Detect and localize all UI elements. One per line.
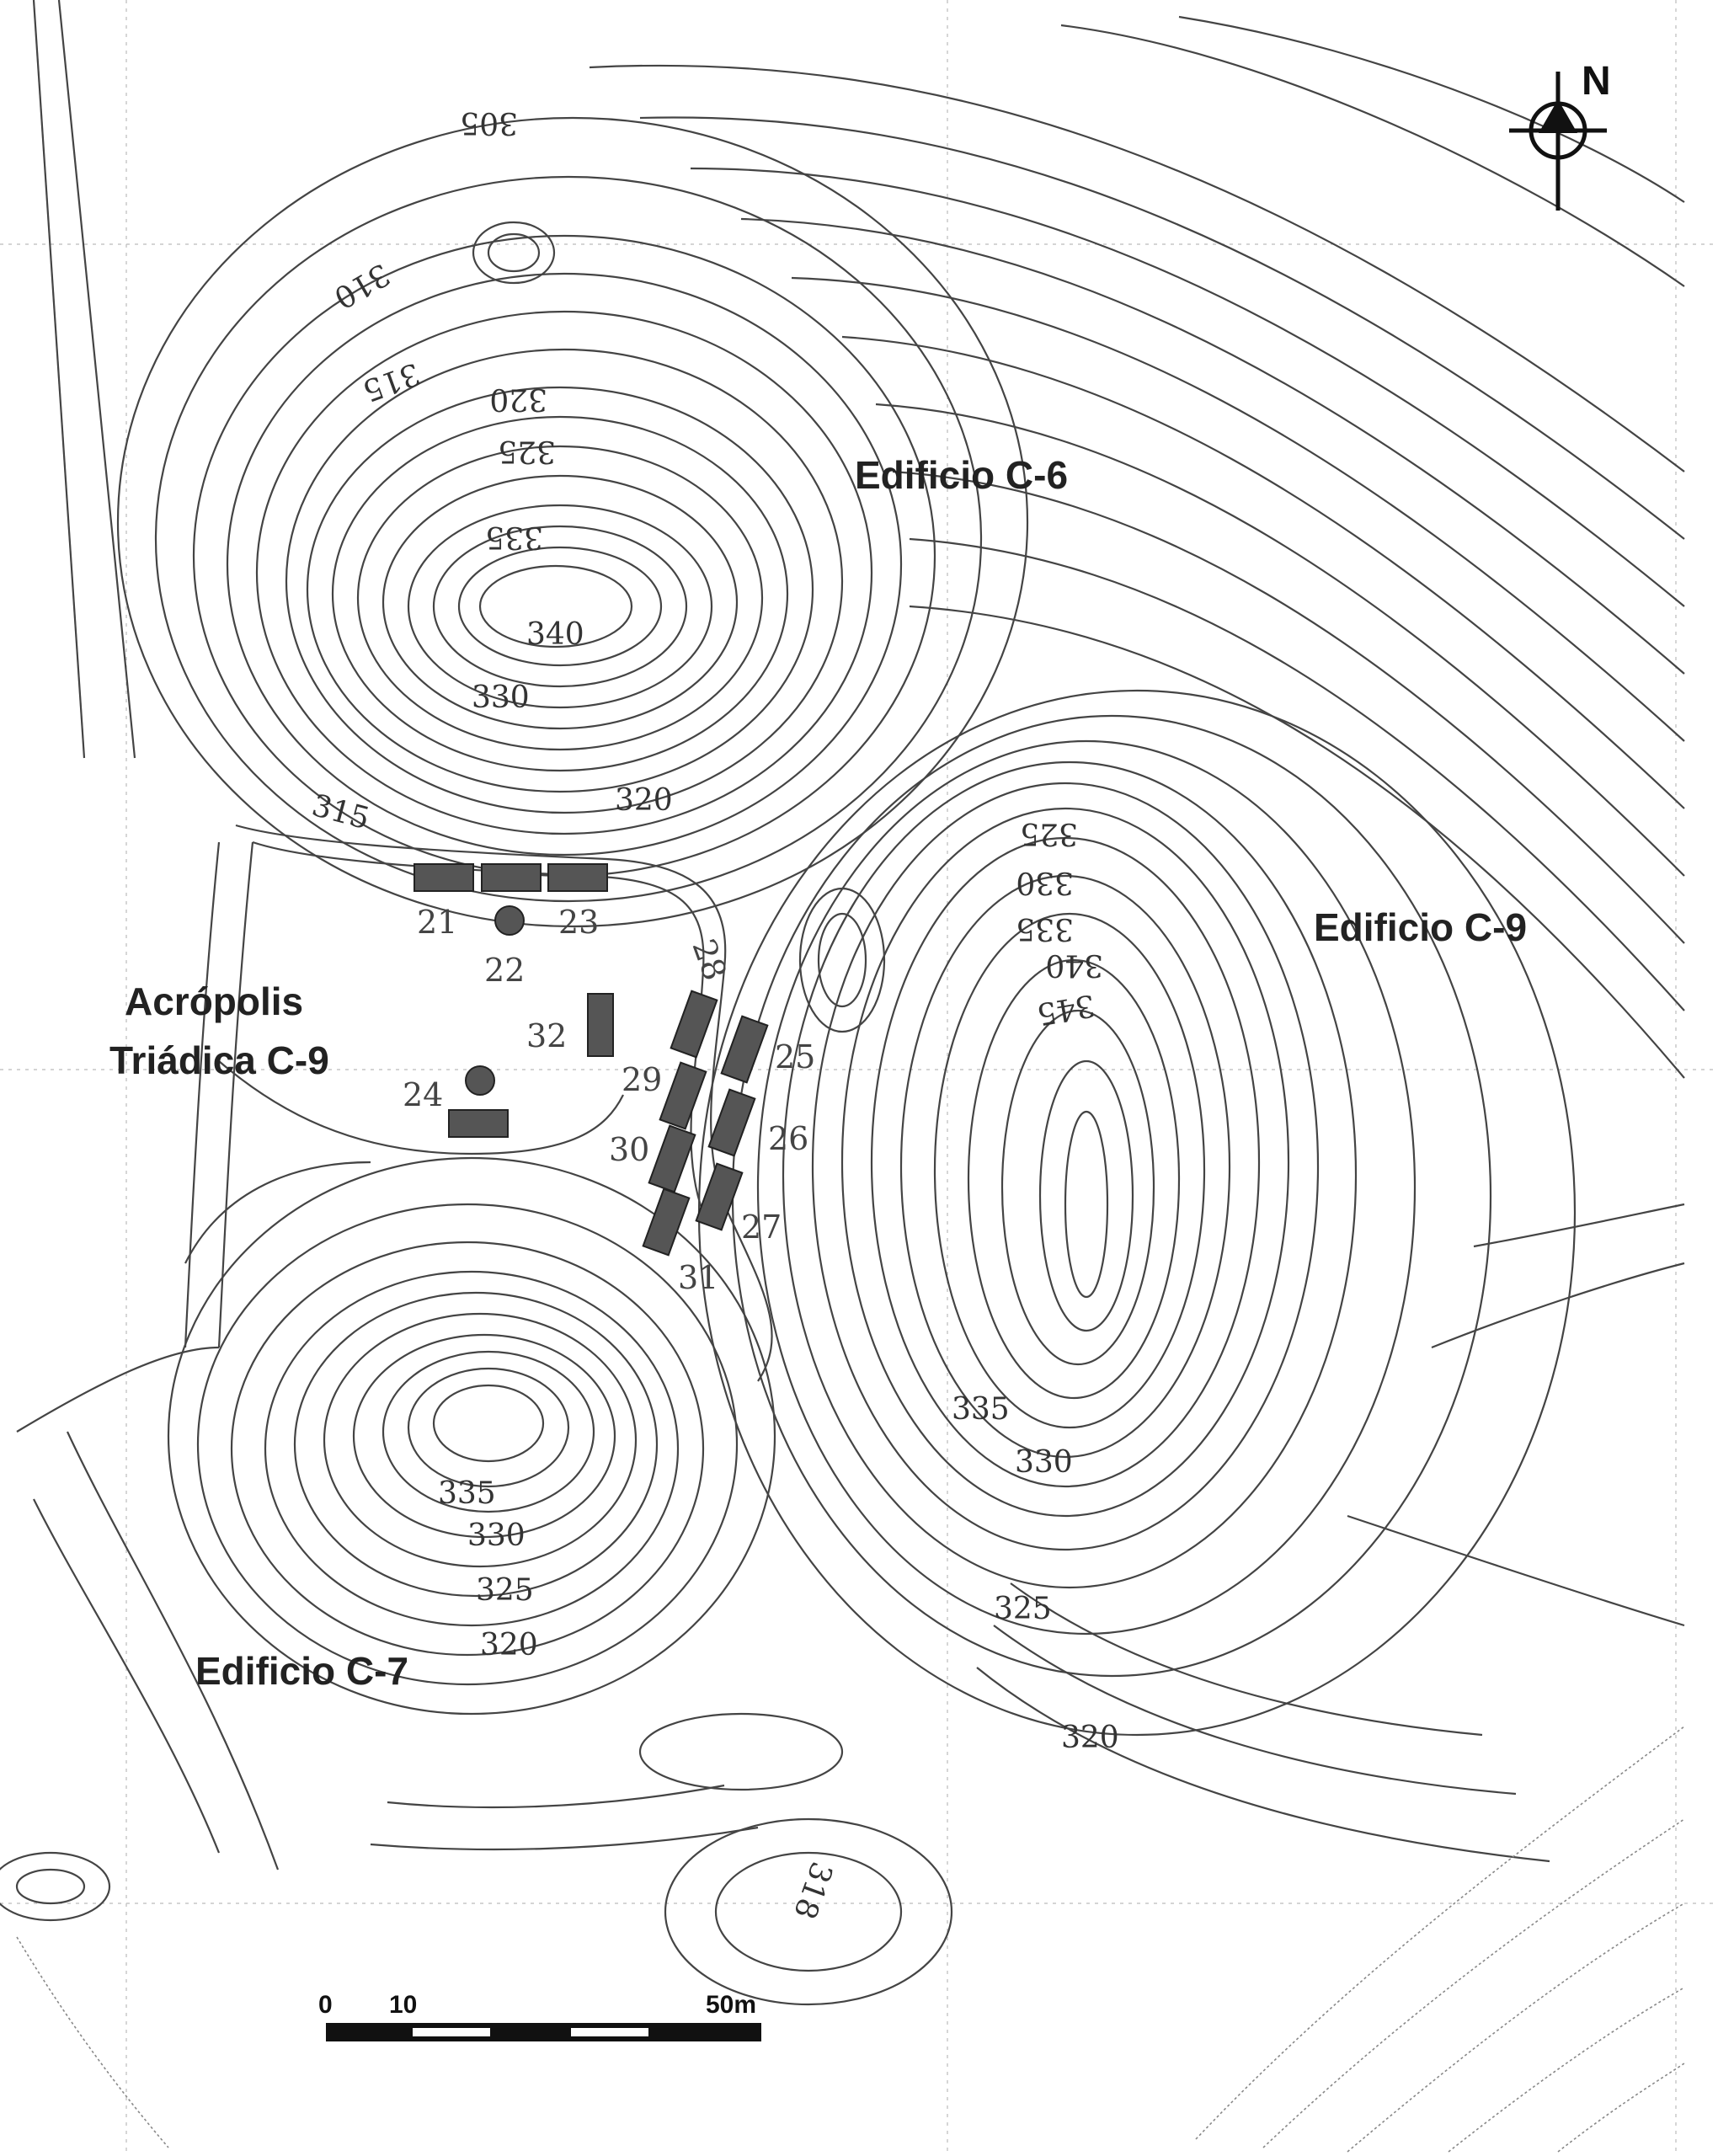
contours-ne-slope <box>589 15 1685 1079</box>
stela-label-29: 29 <box>622 1061 662 1098</box>
contour-label-310: 310 <box>328 256 395 315</box>
contour-label-325: 325 <box>498 434 556 468</box>
stela-26[interactable] <box>707 1088 756 1157</box>
stela-label-27: 27 <box>741 1209 782 1246</box>
contour-label-335d: 335 <box>438 1476 496 1511</box>
north-arrow-icon: N <box>1509 59 1611 211</box>
contour-label-320c: 320 <box>1061 1721 1119 1755</box>
stelae-group <box>413 863 769 1257</box>
stela-21[interactable] <box>413 863 474 892</box>
scale-label-50m: 50m <box>706 1991 756 2019</box>
stela-label-31: 31 <box>678 1259 718 1296</box>
stela-label-23: 23 <box>558 904 599 941</box>
contour-label-315: 315 <box>358 355 424 408</box>
stela-label-24: 24 <box>403 1076 443 1113</box>
stela-25[interactable] <box>720 1015 769 1084</box>
scale-label-0: 0 <box>318 1991 333 2019</box>
contour-label-330c: 330 <box>1015 1445 1073 1480</box>
stela-24[interactable] <box>448 1109 509 1138</box>
stela-label-32: 32 <box>526 1017 567 1054</box>
contour-labels: 305 310 315 320 325 335 340 330 315 320 … <box>308 105 1119 1924</box>
contour-label-340: 340 <box>526 617 584 652</box>
stela-label-30: 30 <box>609 1131 649 1168</box>
building-labels: Edificio C-6 Edificio C-9 Edificio C-7 A… <box>109 453 1527 1693</box>
contour-label-330: 330 <box>472 680 530 715</box>
stela-29[interactable] <box>659 1061 707 1130</box>
contour-label-325c: 325 <box>994 1592 1052 1626</box>
stela-numbers: 21 22 23 24 25 26 27 28 29 30 31 32 <box>403 904 815 1296</box>
altar-22[interactable] <box>494 905 525 936</box>
stela-32[interactable] <box>587 993 614 1057</box>
label-acropolis-line1: Acrópolis <box>125 979 303 1023</box>
contour-label-318: 318 <box>787 1857 839 1924</box>
contour-label-320: 320 <box>489 382 547 416</box>
contour-label-335c: 335 <box>952 1392 1010 1427</box>
contour-label-325d: 325 <box>476 1573 534 1608</box>
stela-30[interactable] <box>648 1124 696 1193</box>
contour-label-335b: 335 <box>1016 911 1074 946</box>
contour-label-325b: 325 <box>1020 816 1078 851</box>
label-edificio-c7: Edificio C-7 <box>195 1649 408 1693</box>
contour-label-330d: 330 <box>467 1518 526 1553</box>
stela-31[interactable] <box>642 1187 691 1257</box>
altar-24[interactable] <box>465 1065 495 1096</box>
stela-28[interactable] <box>670 990 718 1059</box>
stela-23[interactable] <box>547 863 608 892</box>
contour-label-335: 335 <box>485 520 543 554</box>
stela-label-22: 22 <box>484 952 525 989</box>
contours-edificio-c7 <box>167 1156 776 1716</box>
label-acropolis-line2: Triádica C-9 <box>109 1038 329 1082</box>
contour-label-330b: 330 <box>1016 865 1074 899</box>
contour-label-320b: 320 <box>615 783 673 818</box>
contour-label-315b: 315 <box>308 788 373 836</box>
north-label: N <box>1582 59 1611 104</box>
contour-label-345: 345 <box>1034 987 1097 1031</box>
contours-edificio-c6 <box>116 116 1029 928</box>
contours-edificio-c9 <box>697 689 1577 1737</box>
stela-27[interactable] <box>695 1162 744 1231</box>
stela-label-26: 26 <box>768 1120 808 1157</box>
contour-label-320d: 320 <box>480 1628 538 1662</box>
contours-se-faint <box>16 1726 1685 2153</box>
scale-bar: 0 10 50m <box>318 1991 761 2041</box>
contour-label-340b: 340 <box>1045 947 1103 982</box>
stela-label-28: 28 <box>685 934 734 985</box>
scale-label-10: 10 <box>389 1991 417 2019</box>
contours-west <box>16 0 254 1433</box>
stela-label-21: 21 <box>417 904 457 941</box>
contour-label-305: 305 <box>460 105 518 140</box>
stela-label-25: 25 <box>775 1038 815 1075</box>
label-edificio-c9: Edificio C-9 <box>1314 905 1527 949</box>
stela-22-block[interactable] <box>481 863 542 892</box>
label-edificio-c6: Edificio C-6 <box>855 453 1068 497</box>
